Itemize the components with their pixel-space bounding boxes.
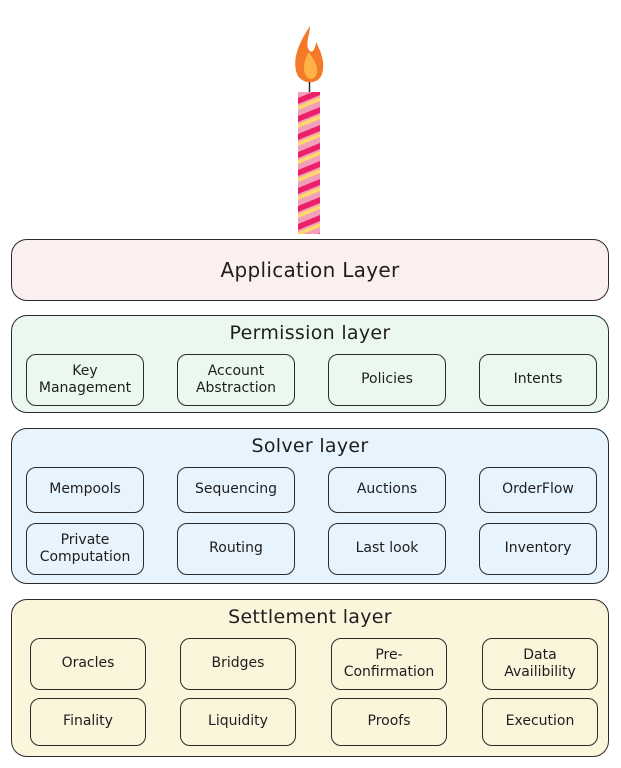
permission-item-intents: Intents <box>479 354 597 406</box>
settlement-item-bridges: Bridges <box>180 638 296 690</box>
solver-item-routing: Routing <box>177 523 295 575</box>
settlement-item-oracles: Oracles <box>30 638 146 690</box>
permission-item-policies: Policies <box>328 354 446 406</box>
permission-item-key-management: Key Management <box>26 354 144 406</box>
candle-icon <box>0 0 621 240</box>
application-layer-title: Application Layer <box>12 258 608 282</box>
solver-item-auctions: Auctions <box>328 467 446 513</box>
solver-item-last-look: Last look <box>328 523 446 575</box>
settlement-item-data-availibility: Data Availibility <box>482 638 598 690</box>
settlement-item-proofs: Proofs <box>331 698 447 746</box>
solver-item-private-computation: Private Computation <box>26 523 144 575</box>
solver-item-orderflow: OrderFlow <box>479 467 597 513</box>
solver-item-sequencing: Sequencing <box>177 467 295 513</box>
settlement-layer-title: Settlement layer <box>12 606 608 628</box>
permission-layer-title: Permission layer <box>12 322 608 344</box>
solver-item-mempools: Mempools <box>26 467 144 513</box>
solver-item-inventory: Inventory <box>479 523 597 575</box>
application-layer: Application Layer <box>11 239 609 301</box>
solver-layer-title: Solver layer <box>12 435 608 457</box>
permission-layer: Permission layer Key Management Account … <box>11 315 609 413</box>
flame-icon <box>295 26 323 92</box>
settlement-item-finality: Finality <box>30 698 146 746</box>
settlement-layer: Settlement layer Oracles Bridges Pre- Co… <box>11 599 609 757</box>
solver-layer: Solver layer Mempools Sequencing Auction… <box>11 428 609 584</box>
permission-item-account-abstraction: Account Abstraction <box>177 354 295 406</box>
settlement-item-pre-confirmation: Pre- Confirmation <box>331 638 447 690</box>
settlement-item-execution: Execution <box>482 698 598 746</box>
settlement-item-liquidity: Liquidity <box>180 698 296 746</box>
